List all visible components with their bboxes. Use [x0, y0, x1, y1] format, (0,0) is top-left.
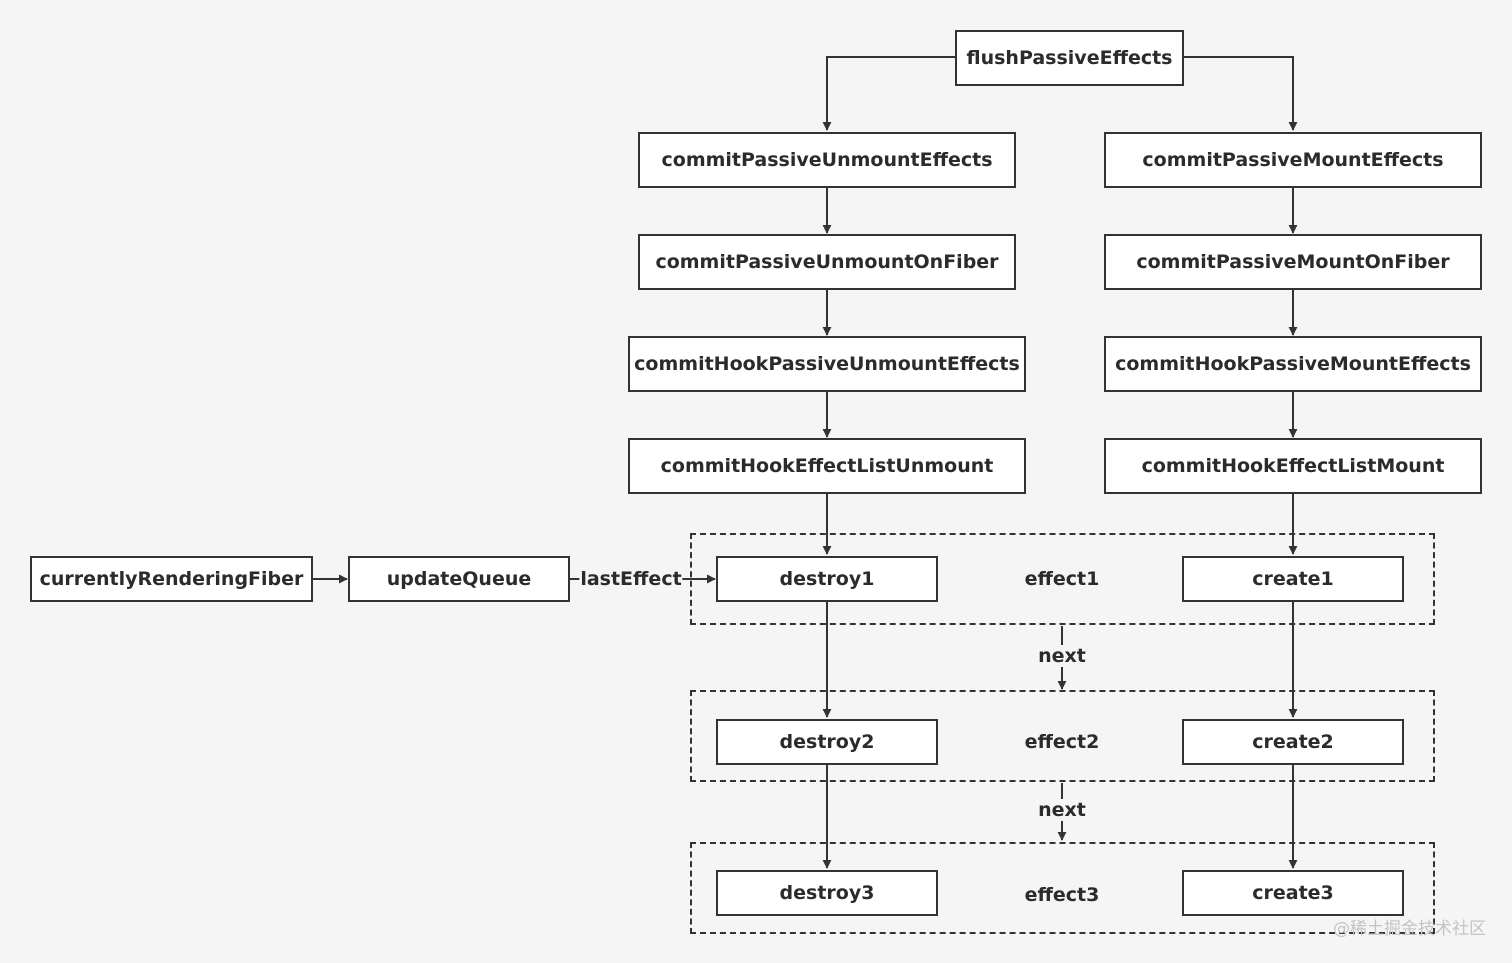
effect1-group: [690, 533, 1435, 625]
node-currently-rendering-fiber: currentlyRenderingFiber: [30, 556, 313, 602]
node-commit-passive-unmount-effects: commitPassiveUnmountEffects: [638, 132, 1016, 188]
node-flush-passive-effects: flushPassiveEffects: [955, 30, 1184, 86]
watermark: @稀土掘金技术社区: [1333, 919, 1486, 939]
next-label-1: next: [1037, 645, 1087, 667]
node-destroy3: destroy3: [716, 870, 938, 916]
node-commit-passive-unmount-on-fiber: commitPassiveUnmountOnFiber: [638, 234, 1016, 290]
node-commit-passive-mount-on-fiber: commitPassiveMountOnFiber: [1104, 234, 1482, 290]
edge-flush-to-mount-effects: [1183, 56, 1298, 131]
effect2-label: effect2: [1024, 731, 1100, 753]
last-effect-label: lastEffect: [579, 568, 683, 590]
edge-flush-to-unmount-effects: [822, 56, 956, 131]
node-update-queue: updateQueue: [348, 556, 570, 602]
node-commit-hook-effect-list-mount: commitHookEffectListMount: [1104, 438, 1482, 494]
node-create3: create3: [1182, 870, 1404, 916]
node-commit-hook-passive-mount-effects: commitHookPassiveMountEffects: [1104, 336, 1482, 392]
effect3-label: effect3: [1024, 884, 1100, 906]
node-create2: create2: [1182, 719, 1404, 765]
node-commit-passive-mount-effects: commitPassiveMountEffects: [1104, 132, 1482, 188]
node-destroy1: destroy1: [716, 556, 938, 602]
node-commit-hook-passive-unmount-effects: commitHookPassiveUnmountEffects: [628, 336, 1026, 392]
next-label-2: next: [1037, 799, 1087, 821]
effect1-label: effect1: [1024, 568, 1100, 590]
node-destroy2: destroy2: [716, 719, 938, 765]
node-create1: create1: [1182, 556, 1404, 602]
effect2-group: [690, 690, 1435, 782]
node-commit-hook-effect-list-unmount: commitHookEffectListUnmount: [628, 438, 1026, 494]
effect3-group: [690, 842, 1435, 934]
